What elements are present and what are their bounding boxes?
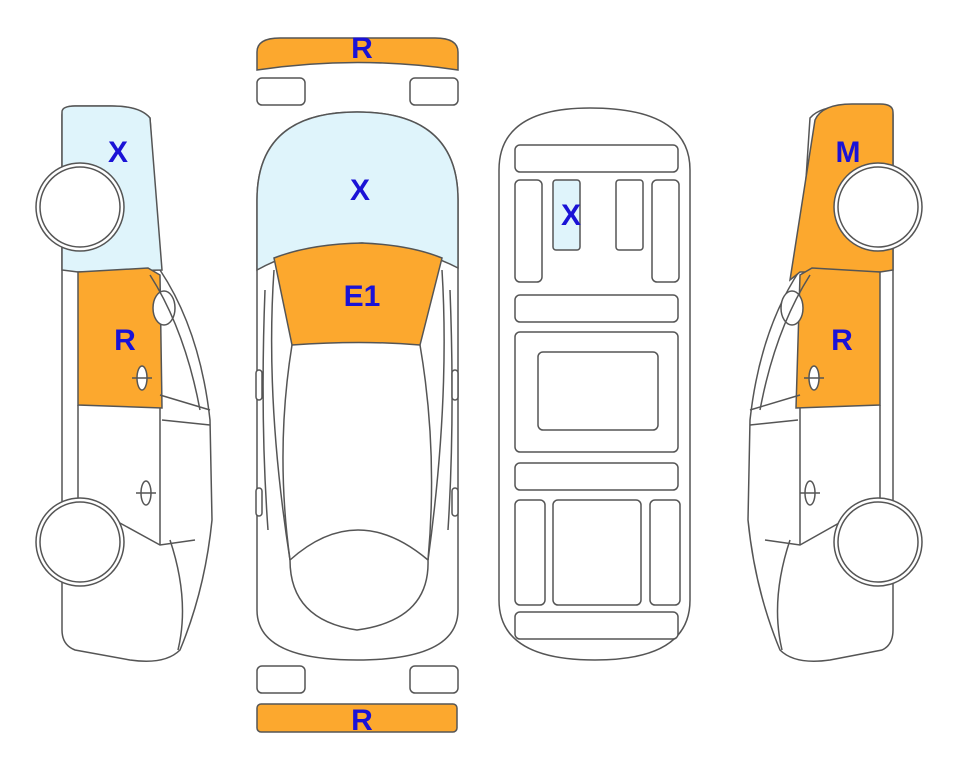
interior-view: X xyxy=(498,107,691,661)
right-side-view: M R xyxy=(747,103,923,662)
roof-item-code: X xyxy=(561,199,581,232)
rear-floor-bar xyxy=(514,462,679,491)
left-front-wheel xyxy=(39,166,121,248)
top-left-mirror xyxy=(255,369,263,401)
front-bumper-code: R xyxy=(351,32,373,65)
left-rear-wheel xyxy=(39,501,121,583)
windshield-code: E1 xyxy=(344,280,381,313)
top-left-rear-handle xyxy=(255,487,263,517)
right-headlight xyxy=(409,77,459,106)
top-right-side-line xyxy=(427,269,445,561)
left-window-line xyxy=(159,394,211,411)
left-front-seat xyxy=(514,179,543,283)
right-front-seat xyxy=(651,179,680,283)
right-rear-door-handle xyxy=(800,480,820,506)
left-taillight xyxy=(256,665,306,694)
left-rear-door-handle xyxy=(136,480,156,506)
right-rear-line xyxy=(776,539,791,651)
rear-bench xyxy=(552,499,642,606)
roof-item-group[interactable]: X xyxy=(552,179,581,251)
left-fender-code: X xyxy=(108,136,128,169)
front-floor-bar xyxy=(514,294,679,323)
right-front-wheel xyxy=(837,166,919,248)
left-front-door-code: R xyxy=(114,324,136,357)
left-side-view: X R xyxy=(35,105,213,662)
top-left-side-line xyxy=(270,269,291,561)
middle-area-inner xyxy=(537,351,659,431)
left-front-door-handle xyxy=(132,365,152,391)
top-inner-right xyxy=(447,289,453,531)
front-bumper-group[interactable]: R xyxy=(256,32,459,71)
left-mirror xyxy=(152,290,176,326)
right-front-door-code: R xyxy=(831,324,853,357)
hood-code: X xyxy=(350,174,370,207)
left-a-pillar xyxy=(149,274,201,411)
roof-item[interactable] xyxy=(552,179,581,251)
windshield[interactable] xyxy=(273,242,443,346)
right-a-pillar xyxy=(759,274,811,411)
trunk-bar xyxy=(514,611,679,640)
right-taillight xyxy=(409,665,459,694)
left-headlight xyxy=(256,77,306,106)
right-window-line xyxy=(749,394,801,411)
center-console xyxy=(615,179,644,251)
rear-bumper-code: R xyxy=(351,704,373,737)
right-fender-code: M xyxy=(836,136,861,169)
top-inner-left xyxy=(262,289,269,531)
right-rear-seat xyxy=(649,499,681,606)
right-front-door-handle xyxy=(804,365,824,391)
left-rear-seat xyxy=(514,499,546,606)
top-right-rear-handle xyxy=(451,487,459,517)
left-rear-line xyxy=(169,539,184,651)
top-right-mirror xyxy=(451,369,459,401)
right-window-line-2 xyxy=(749,419,799,426)
rear-bumper-group[interactable]: R xyxy=(256,703,458,737)
right-rear-wheel xyxy=(837,501,919,583)
rear-window xyxy=(289,529,429,631)
top-right-a-line xyxy=(419,344,433,561)
dashboard xyxy=(514,144,679,173)
top-view: X E1 xyxy=(255,111,459,661)
rear-bumper[interactable] xyxy=(256,703,458,733)
left-window-line-2 xyxy=(161,419,211,426)
front-bumper[interactable] xyxy=(256,37,459,71)
top-left-a-line xyxy=(282,344,293,561)
